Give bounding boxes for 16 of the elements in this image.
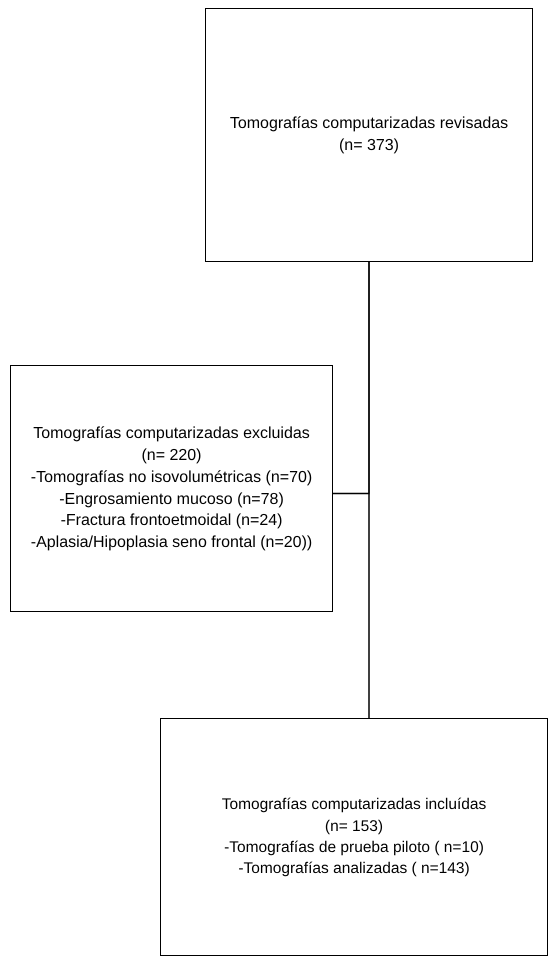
connector-line <box>333 262 370 494</box>
box-text: Tomografías computarizadas incluídas <box>222 796 486 814</box>
process-box <box>10 365 333 612</box>
box-text: -Tomografías no isovolumétricas (n=70) <box>30 468 312 486</box>
box-text: (n= 373) <box>338 137 400 155</box>
box-text: (n= 153) <box>324 818 384 835</box>
process-box <box>160 718 548 956</box>
box-text: -Tomografías de prueba piloto ( n=10) <box>224 839 484 856</box>
box-text: -Engrosamiento mucoso (n=78) <box>59 490 284 508</box>
box-text: Tomografías computarizadas excluidas <box>33 424 310 443</box>
box-text: -Fractura frontoetmoidal (n=24) <box>60 512 282 530</box>
process-box <box>205 8 533 262</box>
box-text: -Tomografías analizadas ( n=143) <box>238 860 470 878</box>
box-text: -Aplasia/Hipoplasia seno frontal (n=20)) <box>30 534 312 552</box>
box-text: (n= 220) <box>141 446 202 465</box>
box-text: Tomografías computarizadas revisadas <box>230 115 508 133</box>
